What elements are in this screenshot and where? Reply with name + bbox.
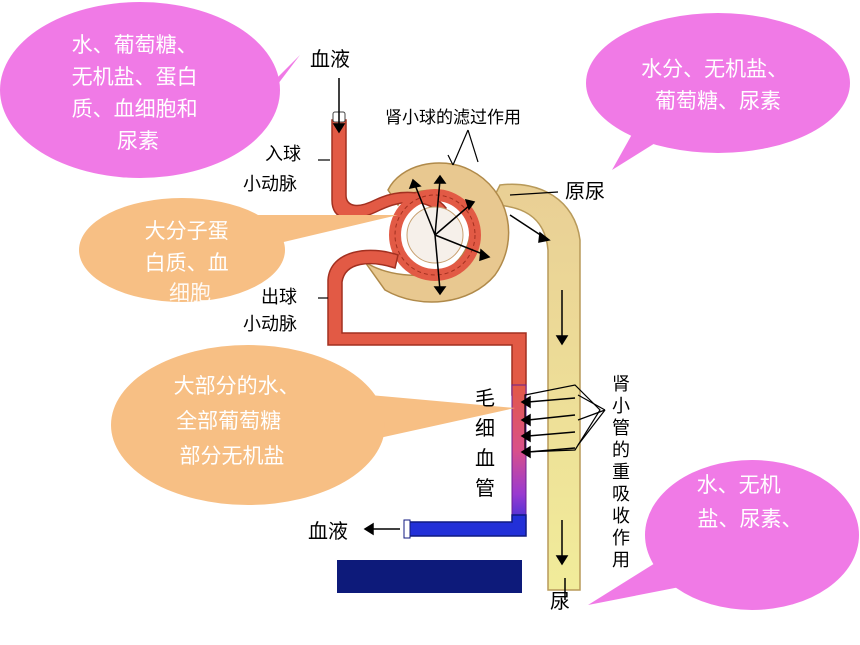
bubble-text: 水、无机: [697, 473, 781, 497]
label-capillary-2: 细: [475, 416, 495, 440]
label-glomerulus-filtration: 肾小球的滤过作用: [385, 108, 521, 128]
label-tubule: 吸: [612, 484, 630, 505]
label-afferent-2: 小动脉: [243, 174, 297, 195]
label-tubule: 收: [612, 506, 630, 527]
bubble-text: 部分无机盐: [180, 444, 285, 468]
dark-bar: [337, 560, 522, 593]
renal-vein: [407, 514, 527, 537]
bubble-text: 水、葡萄糖、: [72, 33, 198, 57]
bubble-pink-top-right: 水分、无机盐、 葡萄糖、尿素: [586, 13, 850, 170]
svg-text:大部分的水、 全部葡萄糖 部分无机盐: 大部分的水、 全部葡萄糖 部分无机盐: [174, 374, 307, 468]
bubble-text: 水分、无机盐、: [641, 57, 788, 81]
bubble-text: 白质、血: [145, 251, 229, 275]
bubble-peach-large-molecules: 大分子蛋 白质、血 细胞: [79, 198, 398, 305]
bubble-text: 大分子蛋: [145, 219, 229, 243]
svg-text:大分子蛋 白质、血 细胞: 大分子蛋 白质、血 细胞: [145, 219, 236, 305]
bubble-text: 大部分的水、: [174, 374, 300, 398]
label-blood-in: 血液: [310, 47, 350, 71]
renal-tubule: [488, 183, 581, 591]
label-urine: 尿: [550, 589, 570, 613]
label-capillary-1: 毛: [475, 386, 495, 410]
bubble-pink-top-left: 水、葡萄糖、 无机盐、蛋白 质、血细胞和 尿素: [0, 2, 300, 178]
label-capillary-4: 管: [475, 476, 495, 500]
label-primary-urine: 原尿: [565, 179, 605, 203]
bubble-peach-reabsorbed: 大部分的水、 全部葡萄糖 部分无机盐: [111, 345, 515, 505]
svg-text:水分、无机盐、 葡萄糖、尿素: 水分、无机盐、 葡萄糖、尿素: [641, 57, 795, 113]
peritubular-capillary: [511, 384, 527, 531]
bubble-text: 全部葡萄糖: [176, 409, 281, 433]
label-efferent-1: 出球: [261, 287, 297, 308]
label-capillary-3: 血: [475, 446, 495, 470]
bubble-text: 细胞: [169, 281, 211, 305]
svg-text:水、葡萄糖、 无机盐、蛋白 质、血细: 水、葡萄糖、 无机盐、蛋白 质、血细胞和 尿素: [72, 33, 205, 153]
bubble-text: 质、血细胞和: [72, 97, 198, 121]
flow-arrows: [332, 78, 576, 600]
bubble-pink-bottom-right: 水、无机 盐、尿素、: [588, 460, 859, 610]
svg-text:水、无机 盐、尿素、: 水、无机 盐、尿素、: [697, 473, 803, 531]
label-tubule: 作: [612, 528, 630, 549]
bubble-text: 葡萄糖、尿素: [655, 89, 781, 113]
bubble-text: 盐、尿素、: [698, 507, 803, 531]
label-tubule: 管: [612, 418, 630, 439]
label-tubule: 重: [612, 462, 630, 483]
bubble-text: 无机盐、蛋白: [72, 65, 198, 89]
label-efferent-2: 小动脉: [243, 314, 297, 335]
bubble-text: 尿素: [117, 129, 159, 153]
label-tubule: 小: [612, 396, 630, 417]
label-tubule: 用: [612, 550, 630, 571]
label-blood-out: 血液: [308, 519, 348, 543]
label-tubule: 肾: [612, 374, 630, 395]
label-afferent-1: 入球: [265, 144, 301, 165]
label-tubule: 的: [612, 440, 630, 461]
